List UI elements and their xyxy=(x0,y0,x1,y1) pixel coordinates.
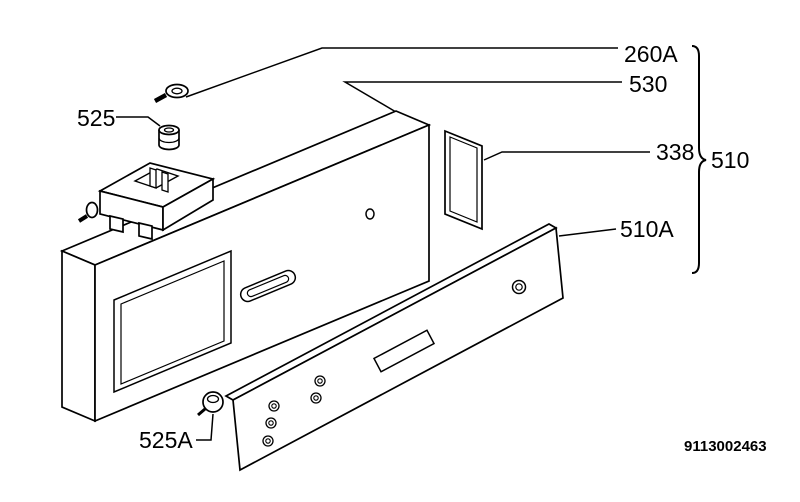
bracket-foot xyxy=(138,221,153,241)
grommet-rib xyxy=(158,137,180,144)
bracket-tab xyxy=(149,167,157,189)
screw-tip xyxy=(153,93,168,103)
leader-line-338 xyxy=(483,151,650,161)
panel-display-cutout-inner xyxy=(120,260,225,385)
leader-line-525a xyxy=(196,413,214,441)
bracket-tab xyxy=(161,171,169,193)
screw-part xyxy=(153,83,189,103)
panel-display-cutout xyxy=(113,249,232,394)
fascia-hole-inner xyxy=(271,403,277,409)
grommet-part xyxy=(158,124,180,151)
part-label-510a: 510A xyxy=(620,216,674,242)
leader-lines xyxy=(116,45,707,441)
document-number: 9113002463 xyxy=(684,438,767,455)
panel-left-face xyxy=(61,249,96,423)
button-stem xyxy=(197,407,206,417)
part-label-338: 338 xyxy=(656,139,694,165)
leader-line-260a xyxy=(185,47,618,98)
part-label-260a: 260A xyxy=(624,41,678,67)
fascia-hole-inner xyxy=(268,420,274,426)
fascia-window-slot xyxy=(372,329,436,373)
fascia-panel-part xyxy=(224,223,564,472)
button-cap-detail xyxy=(206,394,220,404)
part-label-510: 510 xyxy=(711,147,749,173)
panel-oval-slot xyxy=(239,269,297,303)
part-label-525a: 525A xyxy=(139,427,193,453)
fascia-right-hole-inner xyxy=(515,283,523,291)
bracket-right-face xyxy=(162,177,214,232)
fascia-hole-inner xyxy=(313,395,319,401)
part-label-530: 530 xyxy=(629,71,667,97)
oval-slot-inner xyxy=(246,274,290,298)
fascia-hole-inner xyxy=(317,378,323,384)
leader-line-530 xyxy=(342,81,622,113)
part-labels: 260A 530 338 510 510A 525 525A xyxy=(77,41,749,453)
button-part xyxy=(197,391,224,417)
leader-line-510a xyxy=(558,228,617,237)
panel-screw-hole xyxy=(365,208,375,220)
grommet-bottom xyxy=(158,144,180,151)
grommet-top-inner xyxy=(163,127,175,133)
leader-line-525 xyxy=(116,116,161,127)
screw-head-detail xyxy=(171,87,183,95)
brace-510 xyxy=(691,45,707,274)
bracket-pin-stem xyxy=(77,214,89,223)
end-plate-outline xyxy=(444,129,483,231)
bracket-part xyxy=(77,162,216,241)
end-plate-part xyxy=(444,129,483,231)
bracket-foot xyxy=(109,214,124,234)
oval-slot-outer xyxy=(239,269,297,303)
bracket-pin xyxy=(85,201,99,219)
fascia-front-face xyxy=(232,226,564,472)
fascia-hole-inner xyxy=(265,438,271,444)
end-plate-inner xyxy=(449,136,478,223)
parts xyxy=(59,83,564,472)
part-label-525: 525 xyxy=(77,105,115,131)
fascia-window-rect xyxy=(372,329,436,373)
